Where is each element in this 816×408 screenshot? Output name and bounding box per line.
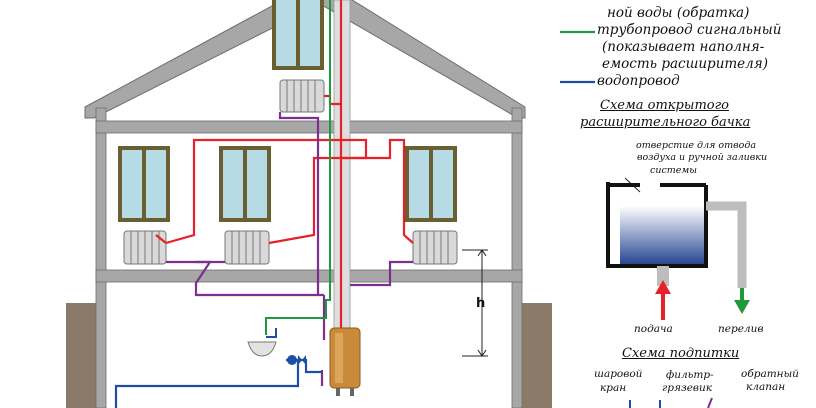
height-marker-lines <box>462 249 488 357</box>
legend-water-supply: водопровод <box>597 73 680 89</box>
attic-floor <box>95 120 523 134</box>
legend-signal-line-2: (показывает наполня- <box>602 39 765 55</box>
overflow-arrow-icon <box>734 288 750 314</box>
legend-signal-line-3: емость расширителя) <box>602 56 768 72</box>
vent-hole-label-1: отверстие для отвода <box>636 140 757 151</box>
sink-icon <box>247 341 277 357</box>
mud-filter-label-1: фильтр- <box>666 369 714 381</box>
supply-label: подача <box>634 323 673 335</box>
legend-signal-line-1: трубопровод сигнальный <box>597 22 782 38</box>
window-attic <box>272 0 324 70</box>
mud-filter-label-2: грязевик <box>662 382 713 394</box>
radiator-attic <box>279 79 325 113</box>
overflow-label: перелив <box>718 323 764 335</box>
open-tank-title-1: Схема открытого <box>600 98 730 113</box>
right-wall <box>511 107 523 408</box>
return-pipes <box>166 112 413 386</box>
radiator-right <box>412 230 458 265</box>
vent-hole-label-3: системы <box>650 165 698 176</box>
open-tank-title-2: расширительного бачка <box>580 115 751 130</box>
valve-2-icon <box>298 355 306 365</box>
supply-arrow-icon <box>655 280 671 320</box>
vent-hole-label-2: воздуха и ручной заливки <box>637 152 768 163</box>
radiator-left <box>123 230 167 265</box>
makeup-title: Схема подпитки <box>622 346 740 361</box>
window-right <box>405 146 457 222</box>
ground-left <box>66 303 96 408</box>
check-valve-label-2: клапан <box>746 381 786 393</box>
radiator-middle <box>224 230 270 265</box>
window-middle <box>219 146 271 222</box>
boiler <box>329 327 361 396</box>
height-marker-label: h <box>476 296 486 311</box>
legend-return-pipe-partial: ной воды (обратка) <box>607 5 750 21</box>
tap-pipe <box>266 328 277 338</box>
signal-pipe <box>265 0 331 335</box>
valve-1-icon <box>287 355 297 365</box>
makeup-pipe-3 <box>707 397 713 408</box>
ball-valve-label-1: шаровой <box>594 368 643 380</box>
water-supply-pipe <box>114 358 322 408</box>
expansion-tank <box>606 177 747 288</box>
second-floor <box>95 269 523 283</box>
check-valve-label-1: обратный <box>741 368 799 380</box>
window-left <box>118 146 170 222</box>
left-wall <box>95 107 107 408</box>
ground-right <box>522 303 552 408</box>
supply-pipes <box>155 0 414 330</box>
ball-valve-label-2: кран <box>600 382 627 394</box>
